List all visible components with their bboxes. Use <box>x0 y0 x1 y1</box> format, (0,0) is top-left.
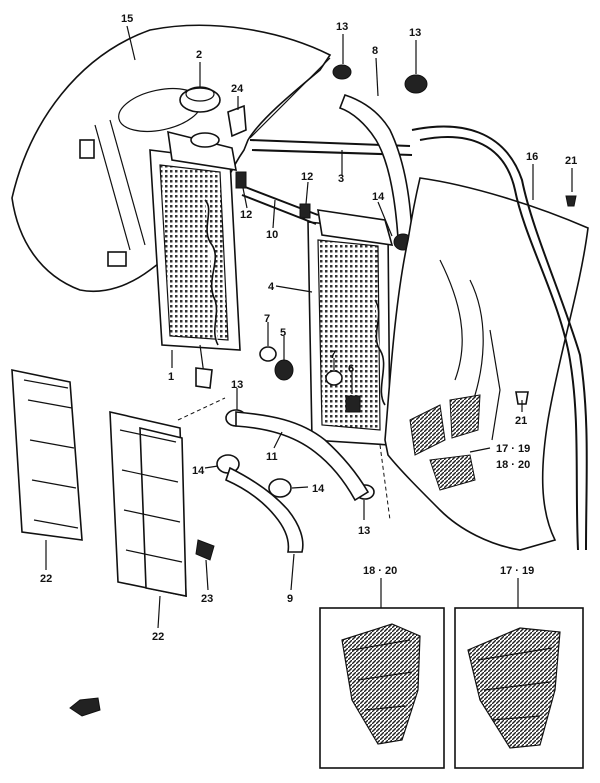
callout-7: 7 <box>264 313 270 325</box>
callout-3: 3 <box>338 173 344 185</box>
lower-hose-9 <box>225 466 304 553</box>
callout-23: 23 <box>201 593 213 605</box>
callout-1: 1 <box>168 371 174 383</box>
callout-10: 10 <box>266 229 278 241</box>
callout-14: 14 <box>312 483 325 495</box>
guide-lines <box>177 397 391 521</box>
callout-labels: 15 2 24 13 8 13 16 21 3 12 12 10 14 4 1 … <box>40 13 577 643</box>
callout-12: 12 <box>301 171 313 183</box>
clamp-12 <box>235 171 311 219</box>
lower-hose-11 <box>235 411 370 502</box>
callout-17-19: 17 · 19 <box>496 443 530 455</box>
callout-18-20: 18 · 20 <box>363 565 397 577</box>
frame-tube <box>411 125 588 551</box>
radiator-guard-22-right <box>109 410 187 597</box>
callout-24: 24 <box>231 83 244 95</box>
radiator-left-1 <box>149 130 241 389</box>
callout-8: 8 <box>372 45 378 57</box>
screw-21 <box>515 195 577 405</box>
radiator-shroud-16 <box>384 177 589 551</box>
inset-panel-17-19 <box>454 607 584 769</box>
callout-2: 2 <box>196 49 202 61</box>
callout-16: 16 <box>526 151 538 163</box>
callout-21: 21 <box>565 155 577 167</box>
callout-14: 14 <box>372 191 385 203</box>
callout-7: 7 <box>330 349 336 361</box>
radiator-cap-2 <box>179 86 221 113</box>
collar-7 <box>259 346 343 386</box>
callout-13: 13 <box>409 27 421 39</box>
callout-13: 13 <box>231 379 243 391</box>
front-direction-arrow-icon <box>69 697 101 717</box>
callout-5: 5 <box>280 327 286 339</box>
callout-4: 4 <box>268 281 275 293</box>
leader-lines <box>45 25 573 629</box>
inset-panel-18-20 <box>319 607 445 769</box>
callout-11: 11 <box>266 451 278 463</box>
callout-6: 6 <box>348 363 354 375</box>
radiator-guard-22-left <box>11 369 83 541</box>
callout-13: 13 <box>336 21 348 33</box>
callout-14: 14 <box>192 465 205 477</box>
callout-22: 22 <box>152 631 164 643</box>
callout-22: 22 <box>40 573 52 585</box>
callout-17-19: 17 · 19 <box>500 565 534 577</box>
bolt-23 <box>195 539 215 561</box>
callout-15: 15 <box>121 13 133 25</box>
grommet-5 <box>274 359 294 381</box>
radiator-right-4 <box>307 209 394 446</box>
callout-9: 9 <box>287 593 293 605</box>
callout-12: 12 <box>240 209 252 221</box>
hose-clamp-14 <box>216 233 413 498</box>
bracket-24 <box>227 104 247 138</box>
callout-18-20: 18 · 20 <box>496 459 530 471</box>
callout-13: 13 <box>358 525 370 537</box>
callout-21: 21 <box>515 415 527 427</box>
bolt-6 <box>345 395 361 413</box>
